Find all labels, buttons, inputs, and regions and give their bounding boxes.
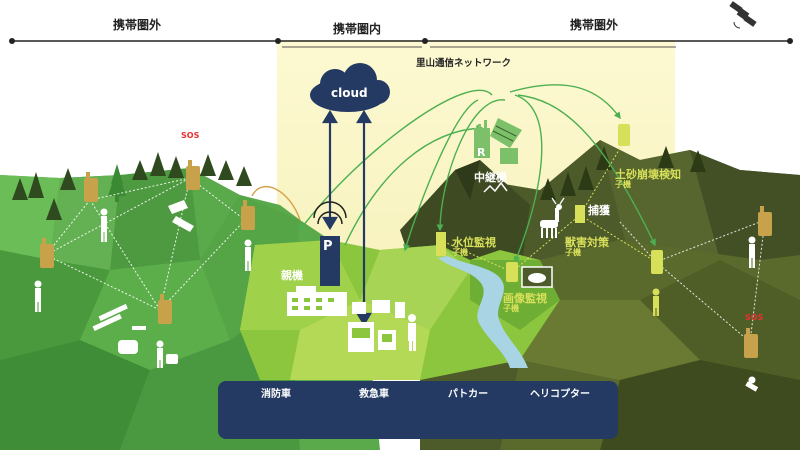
- water-label: 水位監視 子機: [452, 237, 496, 257]
- cloud-shape: [310, 63, 390, 112]
- tree-line-left: [12, 152, 252, 220]
- landslide-sub: 子機: [615, 179, 631, 189]
- cloud-label: cloud: [331, 86, 368, 100]
- worker-yellow: [652, 288, 660, 316]
- wildlife-sub: 子機: [565, 247, 581, 257]
- tree-line-right: [540, 146, 706, 200]
- tree-green: [108, 164, 126, 202]
- water-title: 水位監視: [452, 236, 496, 249]
- child-devices-right: [436, 124, 663, 282]
- water-sub: 子機: [452, 247, 468, 257]
- capture-label: 捕獲: [588, 204, 610, 217]
- hikers: [34, 200, 759, 392]
- parent-device: [313, 201, 347, 286]
- helicopter-label: ヘリコプター: [530, 389, 590, 400]
- satellite-icon: [729, 1, 757, 29]
- sos-badge-left: SOS: [181, 131, 200, 140]
- image-label: 画像監視 子機: [503, 293, 547, 313]
- emergency-vehicles-panel: [218, 381, 618, 439]
- coverage-in: 携帯圏内: [333, 22, 382, 36]
- deer-icon: [540, 197, 565, 238]
- relay-label: 中継機: [474, 171, 507, 184]
- mesh-links-right: [619, 219, 766, 343]
- mesh-links-yellow: [439, 139, 657, 273]
- network-label: 里山通信ネットワーク: [416, 58, 512, 69]
- ambulance-label: 救急車: [359, 389, 389, 400]
- police-car-label: パトカー: [447, 389, 489, 400]
- gold-link: [251, 185, 301, 221]
- parent-label: 親機: [281, 269, 303, 282]
- relay-arrows: [299, 84, 656, 264]
- image-sub: 子機: [503, 303, 519, 313]
- coverage-out-left: 携帯圏外: [113, 18, 162, 32]
- coverage-out-right: 携帯圏外: [570, 18, 619, 32]
- sos-badge-right: SOS: [745, 313, 764, 322]
- image-title: 画像監視: [503, 292, 547, 305]
- fire-truck-label: 消防車: [261, 389, 291, 400]
- relay-grid: [492, 125, 517, 142]
- relay-station: [474, 118, 522, 164]
- landslide-title: 土砂崩壊検知: [615, 168, 681, 181]
- wildlife-title: 獣害対策: [565, 236, 609, 249]
- wildlife-label: 獣害対策 子機: [565, 237, 609, 257]
- child-devices-left: [40, 160, 772, 358]
- uplink-arrows: [322, 109, 372, 327]
- parent-building: [287, 286, 347, 316]
- parent-mark: P: [323, 239, 333, 254]
- person-office: [408, 314, 416, 351]
- river: [438, 256, 528, 368]
- landslide-label: 土砂崩壊検知 子機: [615, 169, 681, 189]
- relay-mark: R: [477, 146, 486, 159]
